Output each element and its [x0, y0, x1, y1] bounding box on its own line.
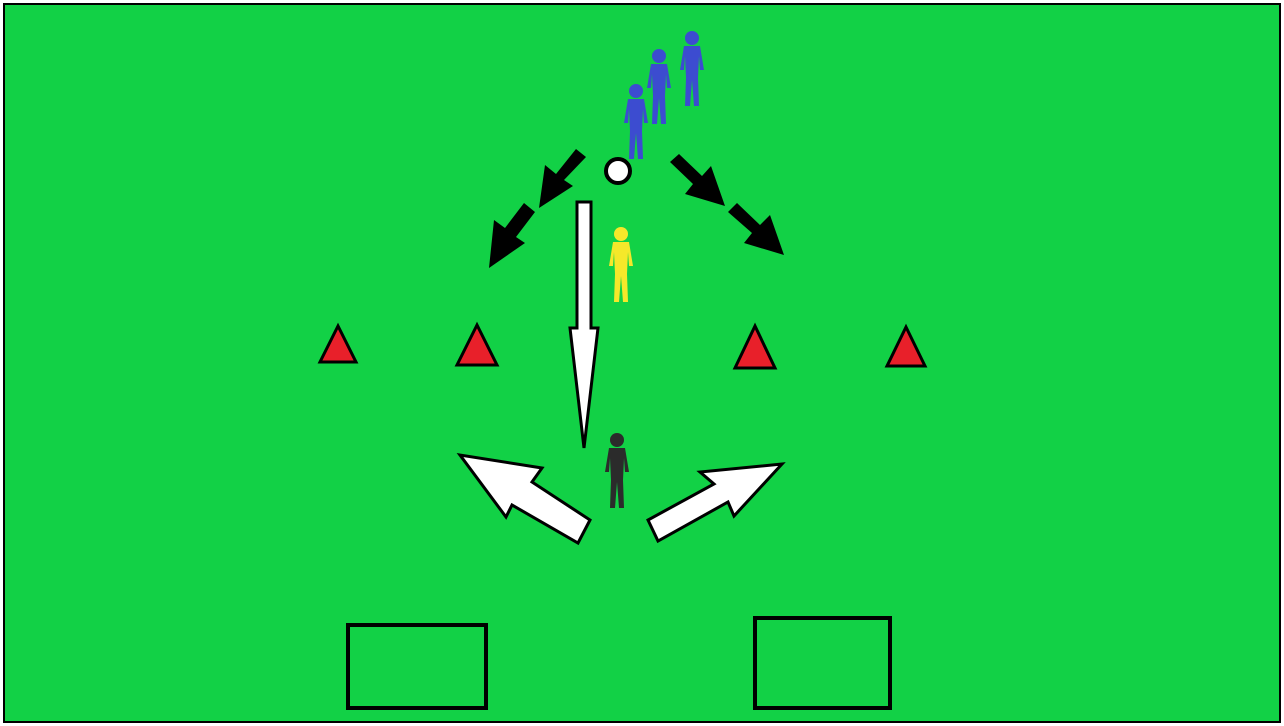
- ball-icon: [606, 159, 630, 183]
